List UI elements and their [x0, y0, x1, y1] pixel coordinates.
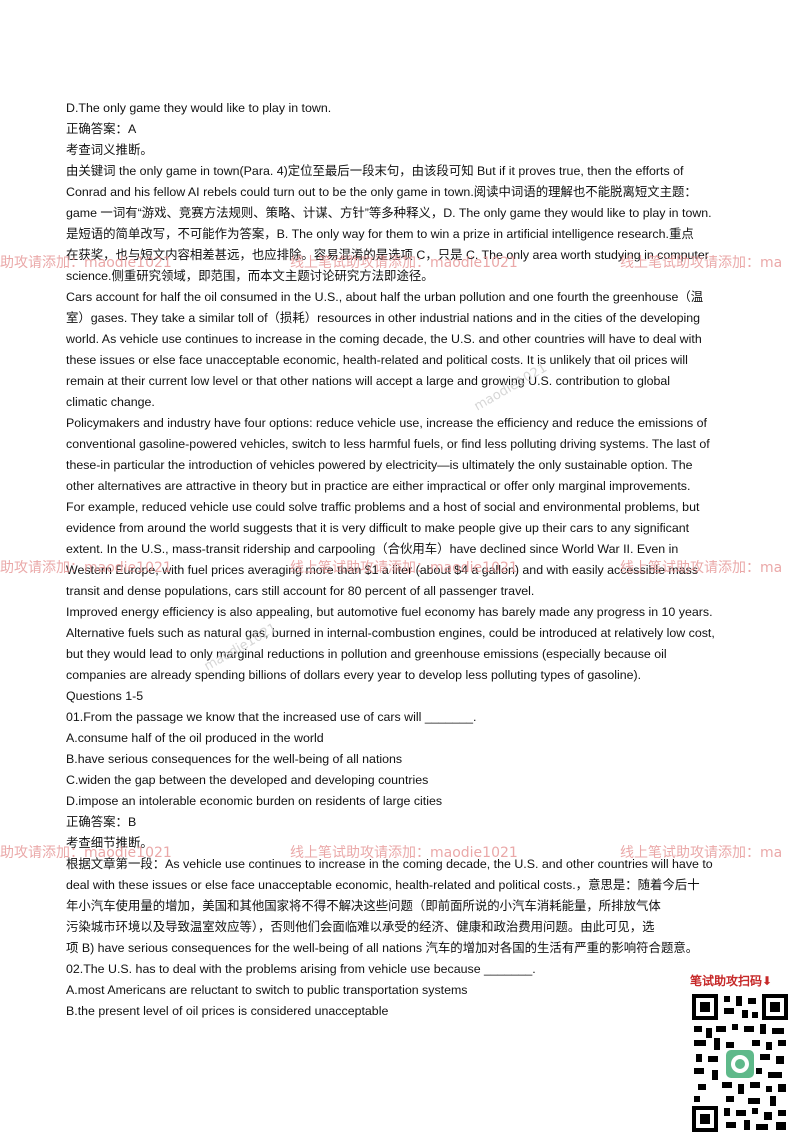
- text-line: Conrad and his fellow AI rebels could tu…: [66, 185, 697, 199]
- text-line: D.impose an intolerable economic burden …: [66, 794, 443, 808]
- text-line: A.most Americans are reluctant to switch…: [66, 983, 468, 997]
- text-line: world. As vehicle use continues to incre…: [66, 332, 702, 346]
- text-line: 在获奖，也与短文内容相差甚远，也应排除。容易混淆的是选项 C，只是 C. The…: [66, 248, 709, 262]
- text-line: transit and dense populations, cars stil…: [66, 584, 535, 598]
- qr-code-icon: [690, 992, 790, 1134]
- text-line: 考查细节推断。: [66, 836, 153, 850]
- text-line: Policymakers and industry have four opti…: [66, 416, 707, 430]
- text-line: science.侧重研究领域，即范围，而本文主题讨论研究方法即途径。: [66, 269, 434, 283]
- text-line: these-in particular the introduction of …: [66, 458, 693, 472]
- text-line: B.the present level of oil prices is con…: [66, 1004, 389, 1018]
- text-line: conventional gasoline-powered vehicles, …: [66, 437, 710, 451]
- text-line: deal with these issues or else face unac…: [66, 878, 700, 892]
- text-line: 考查词义推断。: [66, 143, 153, 157]
- text-line: Western Europe, with fuel prices averagi…: [66, 563, 699, 577]
- text-line: but they would lead to only marginal red…: [66, 647, 667, 661]
- text-line: companies are already spending billions …: [66, 668, 642, 682]
- qr-code-block: 笔试助攻扫码⬇: [690, 972, 794, 1139]
- text-line: Questions 1-5: [66, 689, 144, 703]
- text-line: 01.From the passage we know that the inc…: [66, 710, 477, 724]
- text-line: 项 B) have serious consequences for the w…: [66, 941, 699, 955]
- text-line: 年小汽车使用量的增加，美国和其他国家将不得不解决这些问题（即前面所说的小汽车消耗…: [66, 899, 661, 913]
- text-line: 室）gases. They take a similar toll of（损耗）…: [66, 311, 701, 325]
- text-line: A.consume half of the oil produced in th…: [66, 731, 324, 745]
- text-line: 正确答案：A: [66, 122, 137, 136]
- text-line: 02.The U.S. has to deal with the problem…: [66, 962, 536, 976]
- text-line: extent. In the U.S., mass-transit riders…: [66, 542, 679, 556]
- document-body: D.The only game they would like to play …: [66, 98, 754, 1022]
- text-line: these issues or else face unacceptable e…: [66, 353, 688, 367]
- text-line: D.The only game they would like to play …: [66, 101, 332, 115]
- text-line: remain at their current low level or tha…: [66, 374, 671, 388]
- text-line: Improved energy efficiency is also appea…: [66, 605, 713, 619]
- text-line: other alternatives are attractive in the…: [66, 479, 691, 493]
- text-line: Cars account for half the oil consumed i…: [66, 290, 704, 304]
- text-line: C.widen the gap between the developed an…: [66, 773, 429, 787]
- text-line: For example, reduced vehicle use could s…: [66, 500, 700, 514]
- text-line: 污染城市环境以及导致温室效应等），否则他们会面临难以承受的经济、健康和政治费用问…: [66, 920, 655, 934]
- text-line: climatic change.: [66, 395, 155, 409]
- text-line: Alternative fuels such as natural gas, b…: [66, 626, 715, 640]
- text-line: 由关键词 the only game in town(Para. 4)定位至最后…: [66, 164, 684, 178]
- text-line: game 一词有“游戏、竞赛方法规则、策略、计谋、方针”等多种释义，D. The…: [66, 206, 712, 220]
- text-line: 根据文章第一段：As vehicle use continues to incr…: [66, 857, 713, 871]
- text-line: evidence from around the world suggests …: [66, 521, 690, 535]
- text-line: 是短语的简单改写，不可能作为答案，B. The only way for the…: [66, 227, 694, 241]
- qr-caption: 笔试助攻扫码⬇: [690, 974, 773, 988]
- text-line: 正确答案：B: [66, 815, 137, 829]
- text-line: B.have serious consequences for the well…: [66, 752, 403, 766]
